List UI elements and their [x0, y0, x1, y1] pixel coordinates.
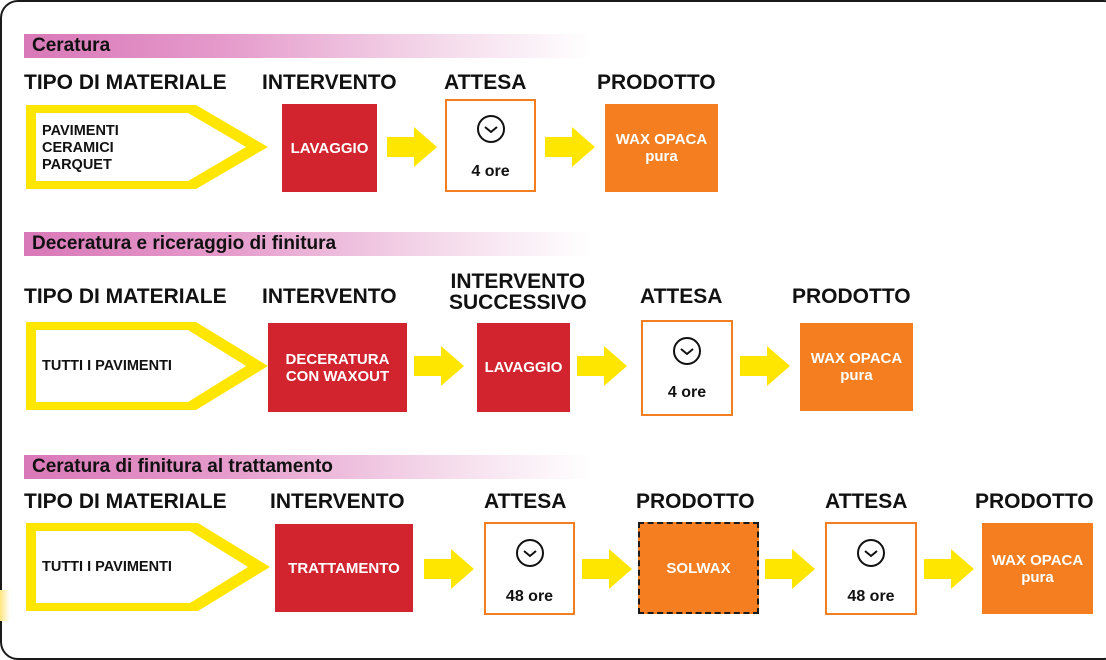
attesa-label: 4 ore — [667, 384, 707, 401]
attesa-box: 4 ore — [445, 99, 536, 192]
header-tipo-materiale: TIPO DI MATERIALE — [24, 285, 227, 308]
intervento-box: TRATTAMENTO — [275, 524, 413, 612]
attesa-box-1: 48 ore — [484, 522, 575, 615]
arrow-right-icon — [545, 127, 595, 167]
material-label: TUTTI I PAVIMENTI — [42, 358, 172, 374]
header-attesa: ATTESA — [444, 71, 527, 94]
header-tipo-materiale: TIPO DI MATERIALE — [24, 71, 227, 94]
header-attesa-2: ATTESA — [825, 490, 908, 513]
intervento-successivo-box: LAVAGGIO — [477, 323, 570, 412]
intervento-line-2: CON WAXOUT — [285, 367, 390, 385]
attesa-label-1: 48 ore — [505, 588, 554, 605]
header-prodotto-1: PRODOTTO — [636, 490, 755, 513]
header-intervento: INTERVENTO — [262, 71, 397, 94]
attesa-box: 4 ore — [641, 320, 733, 416]
arrow-right-icon — [924, 549, 974, 589]
prodotto-line-2: pura — [1021, 568, 1054, 586]
arrow-right-icon — [414, 346, 464, 386]
clock-icon — [857, 539, 885, 567]
material-shape: TUTTI I PAVIMENTI — [24, 521, 274, 613]
header-prodotto-2: PRODOTTO — [975, 490, 1094, 513]
clock-icon — [476, 115, 505, 143]
arrow-right-icon — [387, 127, 437, 167]
intervento-line-1: DECERATURA — [285, 350, 390, 368]
arrow-right-icon — [424, 549, 474, 589]
prodotto-box-1: SOLWAX — [638, 522, 759, 614]
prodotto-line-2: pura — [645, 148, 678, 165]
material-chevron — [26, 322, 268, 410]
section-title-ceratura: Ceratura — [24, 34, 590, 58]
clock-icon — [673, 337, 701, 365]
corner-accent — [0, 590, 10, 621]
attesa-box-2: 48 ore — [825, 522, 917, 615]
intervento-label: LAVAGGIO — [290, 139, 369, 157]
material-label: PAVIMENTI CERAMICI PARQUET — [42, 123, 119, 174]
header-successivo-line-2: SUCCESSIVO — [449, 291, 587, 314]
header-intervento-successivo: INTERVENTO SUCCESSIVO — [449, 271, 587, 313]
prodotto-line-1: WAX OPACA — [810, 350, 903, 367]
material-line-2: CERAMICI — [42, 140, 114, 156]
header-prodotto: PRODOTTO — [792, 285, 911, 308]
clock-icon — [515, 539, 544, 567]
material-chevron — [26, 105, 268, 189]
intervento-successivo-label: LAVAGGIO — [484, 359, 563, 376]
attesa-label-2: 48 ore — [847, 588, 895, 605]
header-prodotto: PRODOTTO — [597, 71, 716, 94]
material-chevron — [26, 523, 270, 611]
section-title-deceratura: Deceratura e riceraggio di finitura — [24, 232, 590, 256]
section-title-finitura: Ceratura di finitura al trattamento — [24, 455, 590, 479]
prodotto-line-1: WAX OPACA — [991, 551, 1084, 569]
header-successivo-line-1: INTERVENTO — [450, 270, 586, 293]
arrow-right-icon — [740, 346, 790, 386]
attesa-label: 4 ore — [471, 163, 510, 180]
material-shape: TUTTI I PAVIMENTI — [24, 320, 272, 412]
prodotto-line-1: WAX OPACA — [615, 131, 708, 148]
prodotto-label-1: SOLWAX — [666, 559, 731, 577]
header-intervento: INTERVENTO — [270, 490, 405, 513]
arrow-right-icon — [582, 549, 632, 589]
header-intervento: INTERVENTO — [262, 285, 397, 308]
intervento-box: LAVAGGIO — [282, 104, 377, 192]
arrow-right-icon — [765, 549, 815, 589]
header-tipo-materiale: TIPO DI MATERIALE — [24, 490, 227, 513]
header-attesa-1: ATTESA — [484, 490, 567, 513]
material-shape: PAVIMENTI CERAMICI PARQUET — [24, 103, 272, 191]
header-attesa: ATTESA — [640, 285, 723, 308]
material-label: TUTTI I PAVIMENTI — [42, 559, 172, 575]
intervento-label: TRATTAMENTO — [288, 559, 400, 577]
material-line-3: PARQUET — [42, 157, 112, 173]
material-line-1: PAVIMENTI — [42, 123, 119, 139]
prodotto-line-2: pura — [840, 367, 873, 384]
intervento-box: DECERATURA CON WAXOUT — [268, 323, 407, 412]
prodotto-box: WAX OPACA pura — [605, 104, 718, 192]
prodotto-box-2: WAX OPACA pura — [982, 523, 1093, 614]
arrow-right-icon — [577, 346, 627, 386]
prodotto-box: WAX OPACA pura — [800, 323, 913, 411]
